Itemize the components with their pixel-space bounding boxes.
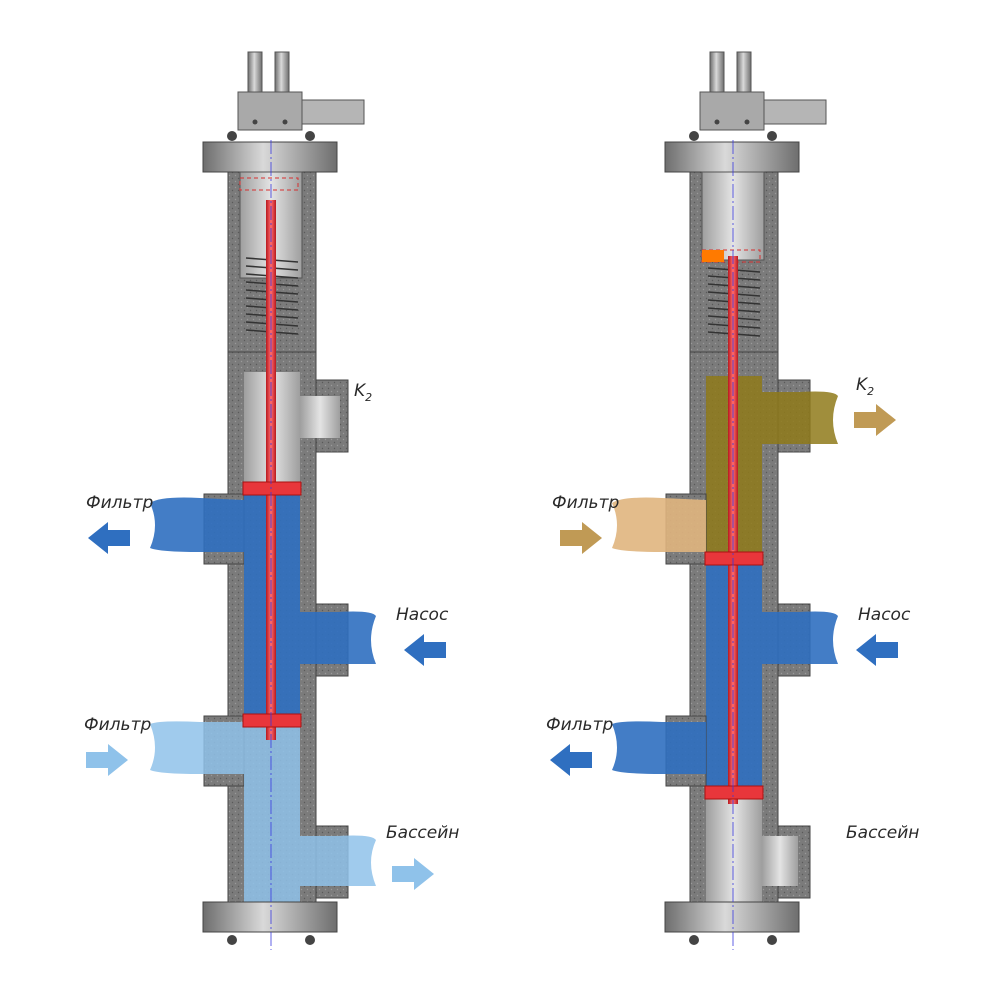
right-valve <box>612 51 838 950</box>
label-pump-left: Насос <box>396 605 449 625</box>
label-k2-right: K2 <box>856 375 874 398</box>
label-filter-bottom-right: Фильтр <box>546 715 613 735</box>
arrow-icon <box>854 404 896 436</box>
arrow-icon <box>404 634 446 666</box>
arrow-icon <box>560 522 602 554</box>
arrow-icon <box>86 744 128 776</box>
pneumatic-actuator-icon <box>237 51 365 131</box>
label-filter-top-right: Фильтр <box>552 493 619 513</box>
pneumatic-actuator-icon <box>699 51 827 131</box>
left-valve <box>150 51 376 950</box>
label-pool-left: Бассейн <box>386 823 459 843</box>
arrow-icon <box>392 858 434 890</box>
label-pump-right: Насос <box>858 605 911 625</box>
arrow-icon <box>856 634 898 666</box>
label-filter-bottom-left: Фильтр <box>84 715 151 735</box>
label-k2-left: K2 <box>354 381 372 404</box>
arrow-icon <box>88 522 130 554</box>
label-pool-right: Бассейн <box>846 823 919 843</box>
arrow-icon <box>550 744 592 776</box>
label-filter-top-left: Фильтр <box>86 493 153 513</box>
